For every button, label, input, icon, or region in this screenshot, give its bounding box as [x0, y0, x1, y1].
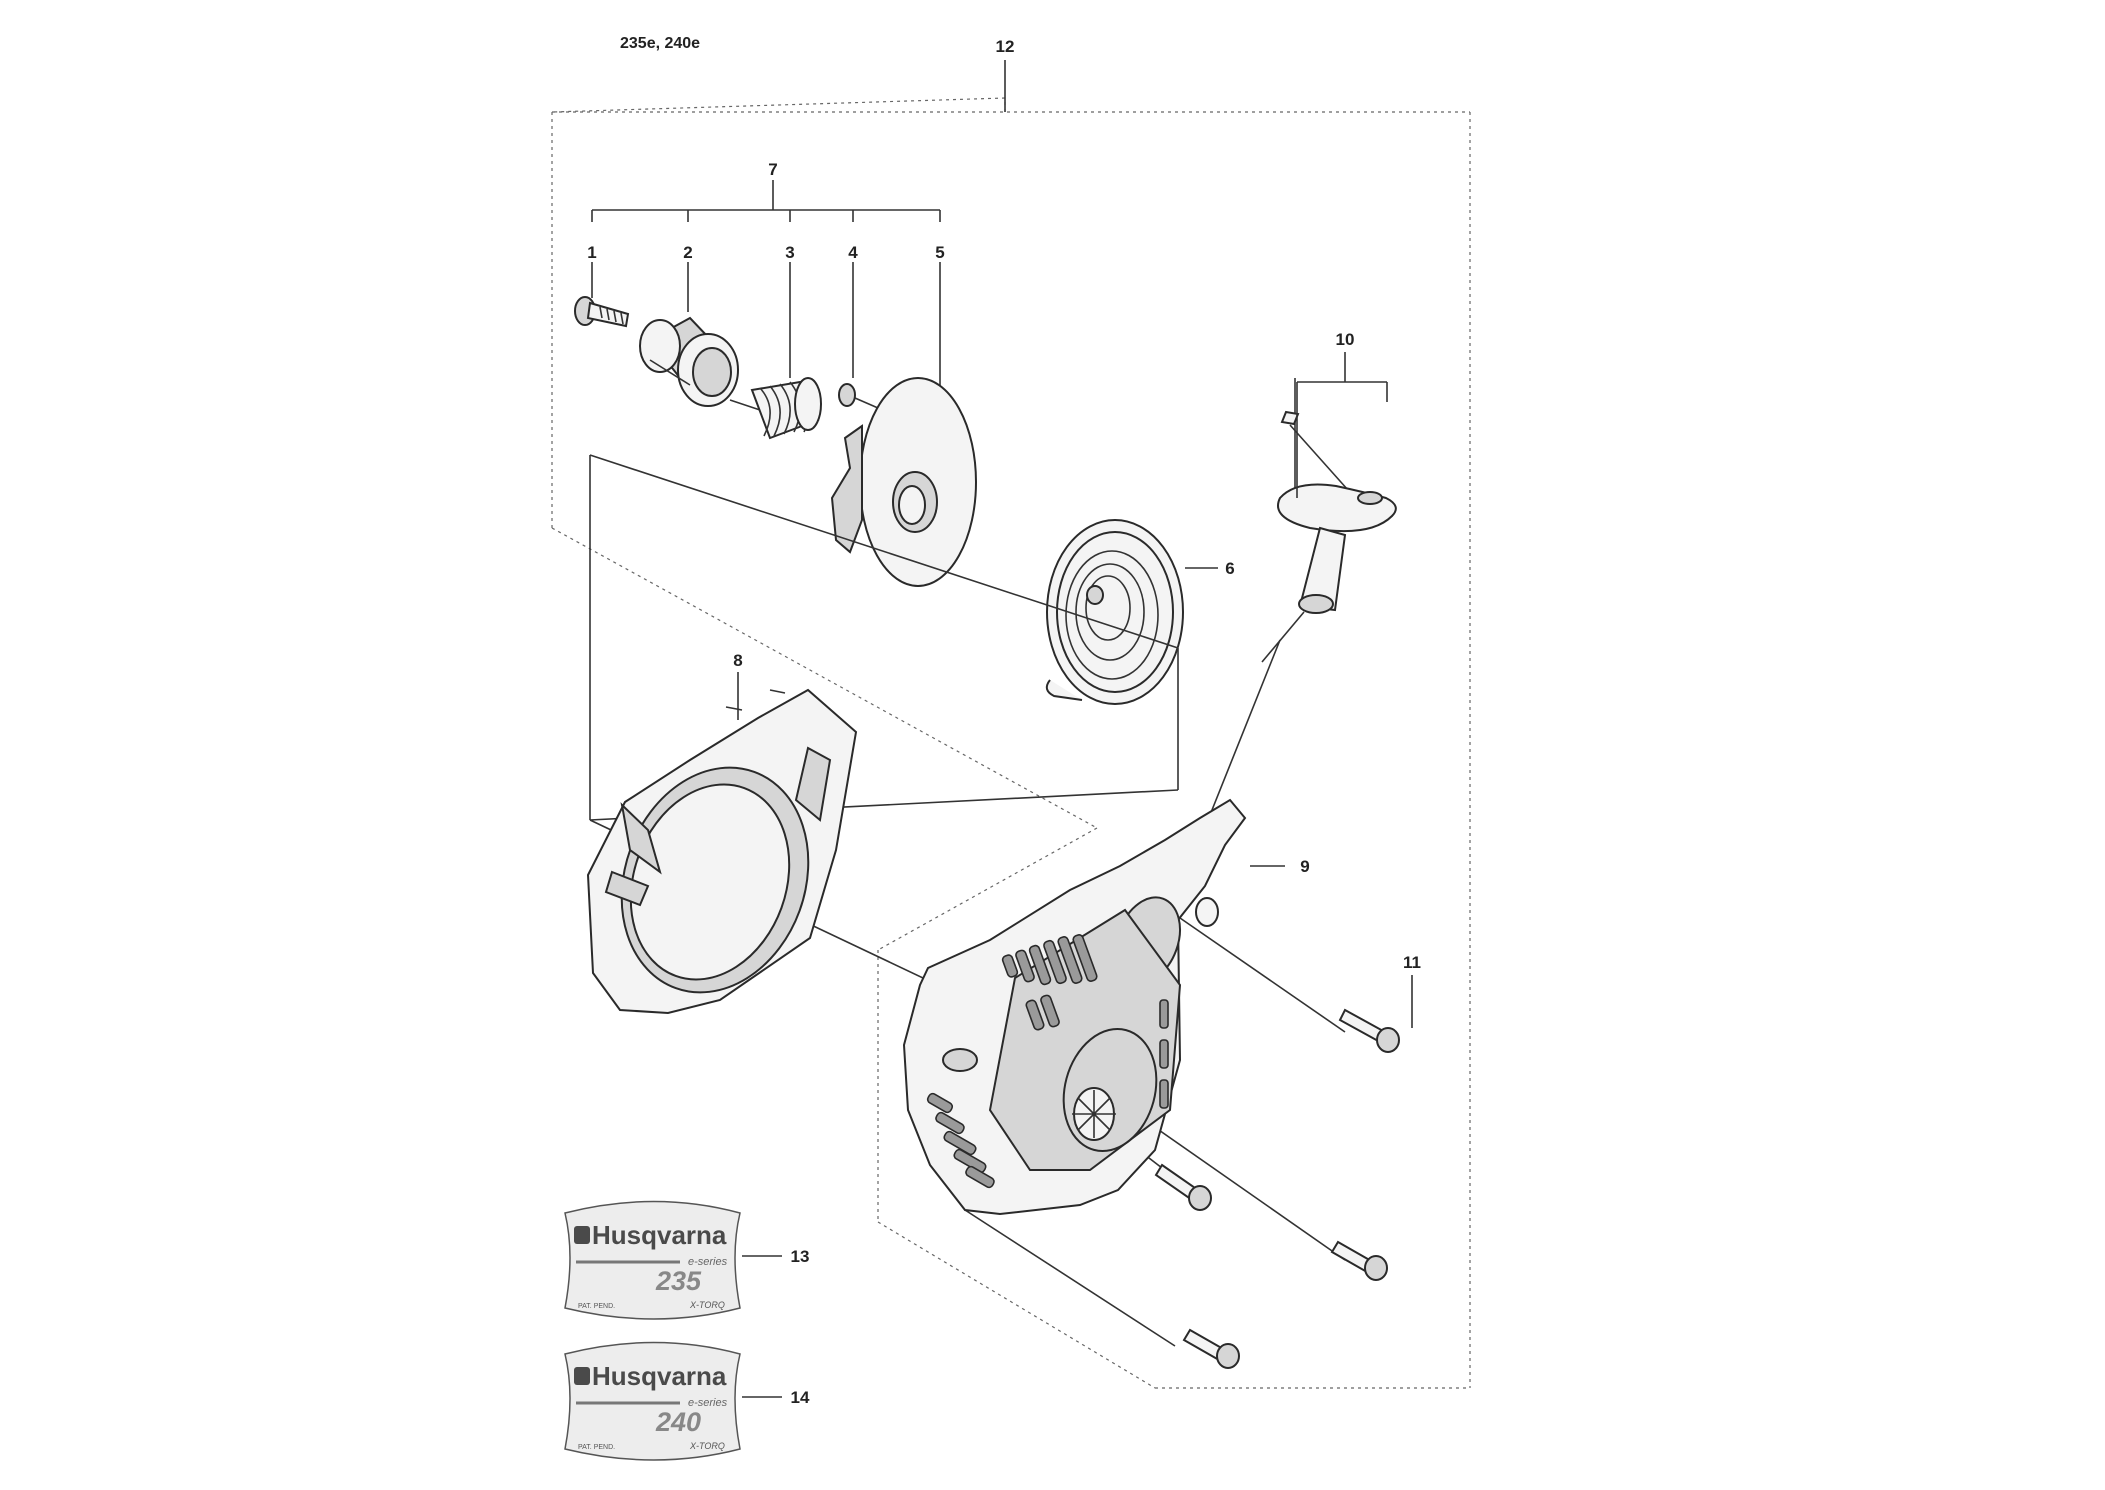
callout-2: 2 [683, 243, 692, 262]
decal-13-note: PAT. PEND. [578, 1303, 615, 1310]
callout-12: 12 [996, 37, 1015, 56]
part-1-screw [574, 296, 630, 328]
decal-14-model: 240 [655, 1407, 701, 1437]
part-11-screw-a [1338, 1008, 1400, 1053]
callout-7-bracket [591, 180, 941, 420]
decal-14-tech: X-TORQ [689, 1441, 725, 1451]
decal-13-series: e-series [688, 1256, 728, 1268]
callout-3: 3 [785, 243, 794, 262]
decal-14-series: e-series [688, 1397, 728, 1409]
decal-14: Husqvarna e-series 240 PAT. PEND. X-TORQ [564, 1341, 741, 1461]
part-10-starter-handle [1181, 378, 1397, 886]
callout-7: 7 [768, 160, 777, 179]
callout-4: 4 [848, 243, 858, 262]
callout-5: 5 [935, 243, 944, 262]
model-label: 235e, 240e [620, 35, 700, 52]
husqvarna-logo-icon [574, 1367, 590, 1385]
callout-11: 11 [1403, 953, 1421, 972]
decal-13-model: 235 [655, 1266, 702, 1296]
part-9-vents [926, 934, 1169, 1189]
callout-9: 9 [1300, 857, 1309, 876]
callout-1: 1 [587, 243, 596, 262]
decal-14-note: PAT. PEND. [578, 1444, 615, 1451]
part-11-screw-b [1154, 1163, 1212, 1211]
callout-13: 13 [791, 1247, 810, 1266]
part-6-spring-cassette [1045, 519, 1184, 705]
callout-10-bracket [1296, 352, 1388, 498]
callout-6: 6 [1225, 559, 1234, 578]
part-5-pawl-plate [830, 377, 977, 587]
callout-14: 14 [791, 1388, 810, 1407]
assembly-12-boundary [551, 60, 1471, 1389]
part-11-screw-c [1330, 1240, 1388, 1281]
part-11-screw-d [1182, 1328, 1240, 1369]
decal-14-brand: Husqvarna [592, 1361, 727, 1391]
part-8-fan-shroud [586, 688, 858, 1015]
part-3-spring [729, 377, 822, 440]
husqvarna-logo-icon [574, 1226, 590, 1244]
callout-8: 8 [733, 651, 742, 670]
decal-13-brand: Husqvarna [592, 1220, 727, 1250]
decal-13: Husqvarna e-series 235 PAT. PEND. X-TORQ [564, 1200, 741, 1320]
decal-13-tech: X-TORQ [689, 1300, 725, 1310]
part-2-pulley [639, 316, 739, 407]
callout-10: 10 [1336, 330, 1355, 349]
part-4-washer [838, 383, 879, 409]
